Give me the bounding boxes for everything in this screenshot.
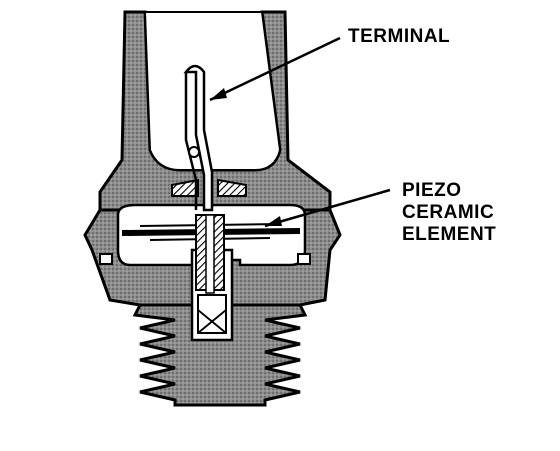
terminal-label: TERMINAL: [348, 26, 451, 47]
piezo-arrowhead: [265, 216, 282, 226]
terminal-left-edge: [184, 72, 198, 210]
center-post: [205, 214, 215, 294]
terminal-blade: [183, 64, 214, 212]
threaded-section: [132, 303, 308, 407]
piezo-label-line1: PIEZO: [402, 180, 462, 201]
terminal-hole: [188, 146, 200, 158]
right-retainer: [217, 178, 247, 197]
left-seal: [99, 253, 113, 265]
plug-x-2: [197, 309, 227, 334]
connector-cavity: [143, 11, 282, 171]
terminal-arrowhead: [210, 88, 227, 100]
left-retainer: [171, 178, 199, 197]
right-seal: [297, 253, 311, 265]
piezo-label-line2: CERAMIC: [402, 202, 495, 223]
piezo-label-line3: ELEMENT: [402, 224, 497, 245]
terminal-leader-line: [209, 36, 341, 102]
piezo-leader-line: [264, 188, 391, 228]
